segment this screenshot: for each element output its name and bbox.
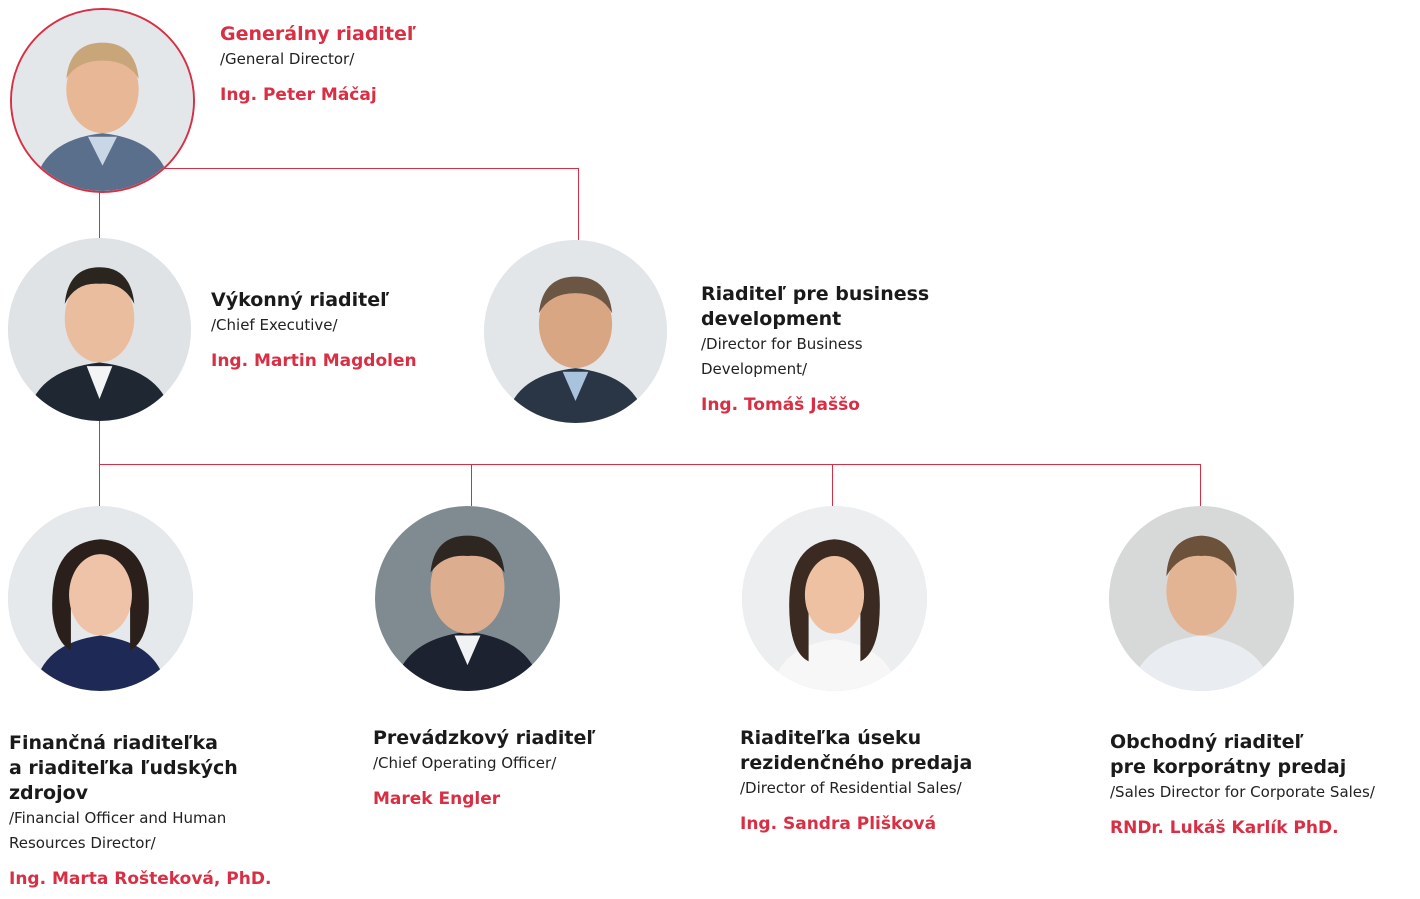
financial-officer-photo: [8, 506, 193, 691]
financial-officer-title: Finančná riaditeľka a riaditeľka ľudskýc…: [9, 732, 238, 804]
corporate-sales-info: Obchodný riaditeľ pre korporátny predaj …: [1110, 730, 1375, 839]
corporate-sales-subtitle: /Sales Director for Corporate Sales/: [1110, 783, 1375, 801]
residential-sales-subtitle: /Director of Residential Sales/: [740, 779, 962, 797]
corporate-sales-title: Obchodný riaditeľ pre korporátny predaj: [1110, 731, 1347, 778]
residential-sales-name: Ing. Sandra Plišková: [740, 814, 937, 834]
chief-executive-subtitle: /Chief Executive/: [211, 316, 338, 334]
connector-gd-right: [150, 168, 579, 169]
chief-operating-subtitle: /Chief Operating Officer/: [373, 754, 557, 772]
chief-executive-title: Výkonný riaditeľ: [211, 289, 390, 311]
chief-executive-info: Výkonný riaditeľ /Chief Executive/ Ing. …: [211, 288, 417, 372]
residential-sales-photo: [742, 506, 927, 691]
business-development-name: Ing. Tomáš Jaššo: [701, 395, 860, 415]
chief-operating-name: Marek Engler: [373, 789, 501, 809]
chief-operating-title: Prevádzkový riaditeľ: [373, 727, 596, 749]
financial-officer-name: Ing. Marta Rošteková, PhD.: [9, 869, 272, 889]
general-director-subtitle: /General Director/: [220, 50, 355, 68]
corporate-sales-name: RNDr. Lukáš Karlík PhD.: [1110, 818, 1339, 838]
financial-officer-subtitle: /Financial Officer and Human Resources D…: [9, 809, 227, 852]
chief-executive-name: Ing. Martin Magdolen: [211, 351, 417, 371]
connector-bd-down: [578, 168, 579, 240]
business-development-info: Riaditeľ pre business development /Direc…: [701, 282, 929, 416]
chief-executive-photo: [8, 238, 191, 421]
general-director-photo: [10, 8, 195, 193]
corporate-sales-photo: [1109, 506, 1294, 691]
portrait-icon: [8, 506, 193, 691]
portrait-icon: [742, 506, 927, 691]
residential-sales-title: Riaditeľka úseku rezidenčného predaja: [740, 727, 973, 774]
general-director-name: Ing. Peter Máčaj: [220, 85, 377, 105]
connector-gd-down: [99, 190, 100, 238]
portrait-icon: [8, 238, 191, 421]
portrait-icon: [375, 506, 560, 691]
business-development-title: Riaditeľ pre business development: [701, 283, 930, 330]
portrait-icon: [484, 240, 667, 423]
business-development-photo: [484, 240, 667, 423]
portrait-icon: [1109, 506, 1294, 691]
connector-corporate: [1200, 464, 1201, 506]
residential-sales-info: Riaditeľka úseku rezidenčného predaja /D…: [740, 726, 972, 835]
chief-operating-info: Prevádzkový riaditeľ /Chief Operating Of…: [373, 726, 596, 810]
general-director-info: Generálny riaditeľ /General Director/ In…: [220, 22, 416, 106]
portrait-icon: [12, 10, 193, 191]
connector-coo: [471, 464, 472, 506]
financial-officer-info: Finančná riaditeľka a riaditeľka ľudskýc…: [9, 731, 271, 890]
chief-operating-photo: [375, 506, 560, 691]
connector-level3-bus: [99, 464, 1201, 465]
business-development-subtitle: /Director for Business Development/: [701, 335, 863, 378]
general-director-title: Generálny riaditeľ: [220, 23, 417, 45]
connector-residential: [832, 464, 833, 506]
